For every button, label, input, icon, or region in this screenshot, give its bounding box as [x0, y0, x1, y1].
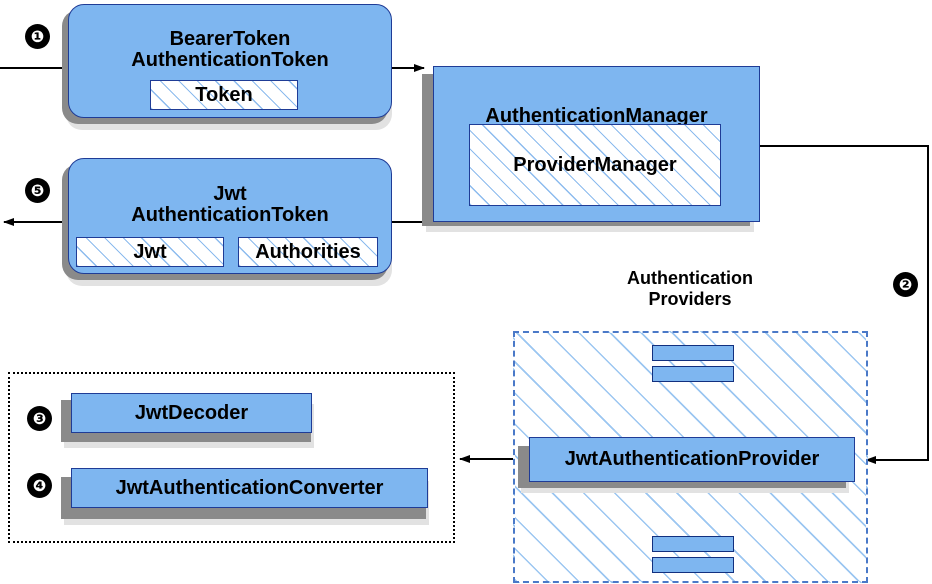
jwt-decoder-title: JwtDecoder — [134, 401, 249, 424]
jwt-components-group — [8, 372, 455, 543]
provider-stack-bar-top-1 — [652, 345, 734, 361]
bearer-token-title: BearerToken AuthenticationToken — [131, 28, 329, 71]
bearer-token-inner-token: Token — [150, 80, 298, 110]
step-marker-1: ❶ — [25, 24, 50, 49]
provider-stack-bar-bottom-2 — [652, 557, 734, 573]
authentication-manager-inner-provider-manager: ProviderManager — [469, 124, 721, 206]
provider-stack-bar-top-2 — [652, 366, 734, 382]
jwt-token-inner-authorities: Authorities — [238, 237, 378, 267]
authentication-providers-caption: Authentication Providers — [627, 268, 753, 309]
step-marker-3: ❸ — [27, 406, 52, 431]
node-jwt-decoder[interactable]: JwtDecoder — [71, 393, 312, 433]
step-marker-4: ❹ — [27, 473, 52, 498]
authentication-manager-title: AuthenticationManager — [485, 104, 708, 127]
jwt-token-title: Jwt AuthenticationToken — [131, 183, 329, 226]
node-jwt-authentication-provider[interactable]: JwtAuthenticationProvider — [529, 437, 855, 482]
jwt-converter-title: JwtAuthenticationConverter — [115, 476, 384, 499]
jwt-token-inner-jwt: Jwt — [76, 237, 224, 267]
provider-stack-bar-bottom-1 — [652, 536, 734, 552]
jwt-provider-title: JwtAuthenticationProvider — [564, 448, 820, 470]
step-marker-5: ❺ — [25, 178, 50, 203]
step-marker-2: ❷ — [893, 272, 918, 297]
node-jwt-authentication-converter[interactable]: JwtAuthenticationConverter — [71, 468, 428, 508]
